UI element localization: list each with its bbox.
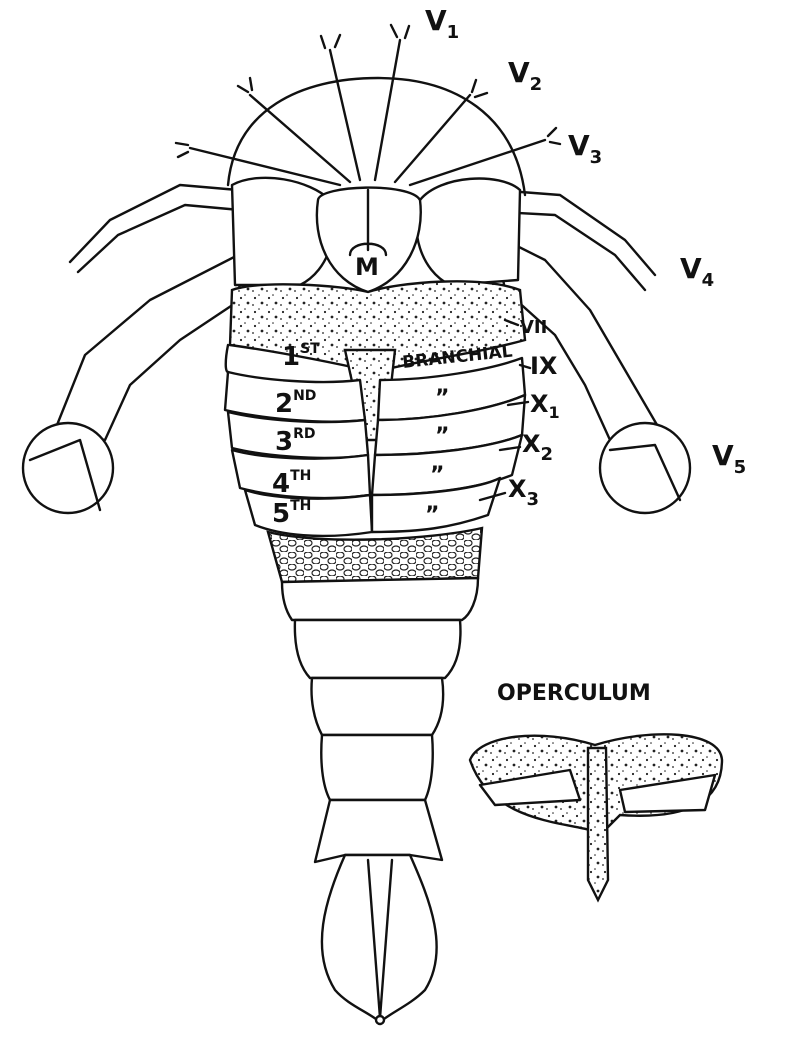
carapace: [226, 76, 527, 197]
appendage-v4-right: [493, 188, 657, 292]
appendages-v1-v3: [174, 23, 562, 187]
label-segment-1: 1ST: [282, 341, 320, 372]
ditto-mark-2: ”: [435, 386, 449, 411]
segments-right: [370, 356, 527, 534]
operculum-drawing: [468, 733, 724, 903]
label-x3: X3: [508, 475, 539, 510]
label-v2: V2: [508, 56, 542, 95]
ditto-mark-5: ”: [425, 503, 439, 528]
postabdomen-textured: [266, 526, 484, 584]
label-branchial: BRANCHIAL: [401, 342, 513, 373]
label-x2: X2: [522, 430, 553, 465]
label-x1: X1: [530, 390, 560, 422]
label-segment-5: 5TH: [272, 498, 311, 529]
segments-left: [223, 343, 374, 538]
appendage-v5-left: [53, 253, 242, 442]
label-vii: VII: [520, 317, 547, 338]
label-ix: IX: [530, 352, 558, 380]
label-segment-2: 2ND: [275, 388, 316, 419]
postabdomen-segments: [280, 576, 480, 1026]
label-v3: V3: [568, 129, 602, 168]
label-v4: V4: [680, 252, 714, 291]
ditto-mark-3: ”: [435, 424, 449, 449]
operculum-plate: [228, 280, 527, 374]
paddle-left: [21, 421, 115, 515]
paddle-right: [598, 421, 692, 515]
appendage-v4-left: [68, 183, 242, 274]
label-metastoma: M: [355, 253, 379, 281]
label-v1: V1: [425, 4, 459, 43]
label-segment-4: 4TH: [272, 468, 311, 499]
label-operculum: OPERCULUM: [497, 681, 651, 706]
ditto-mark-4: ”: [430, 463, 444, 488]
label-v5: V5: [712, 439, 746, 478]
label-segment-3: 3RD: [275, 426, 316, 457]
